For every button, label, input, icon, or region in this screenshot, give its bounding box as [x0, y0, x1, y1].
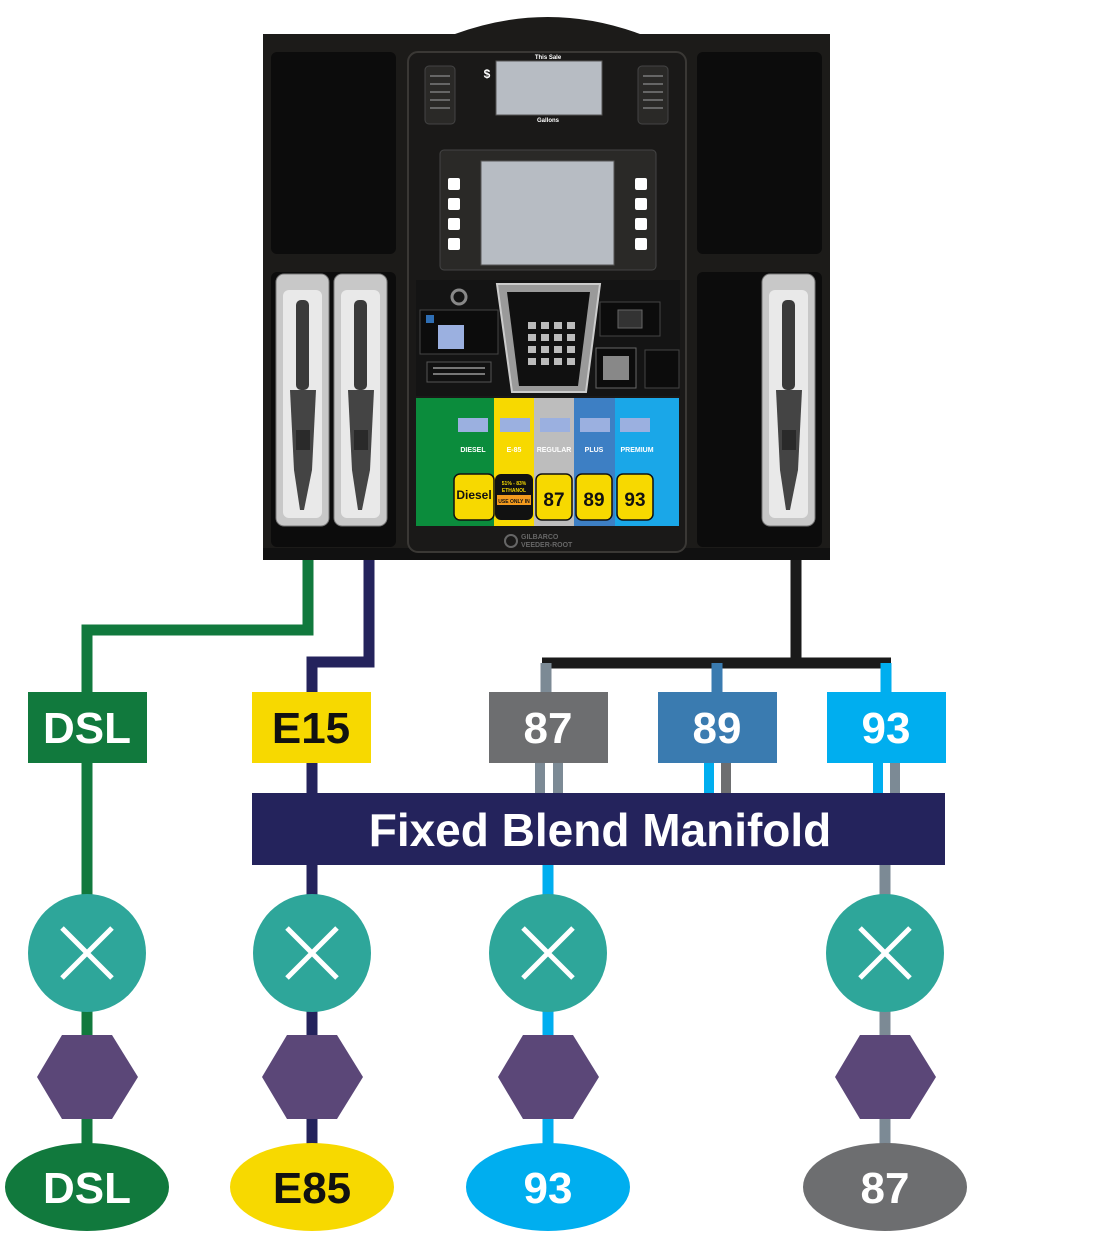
soft-key-left-3[interactable]	[448, 218, 460, 230]
soft-key-right-2[interactable]	[635, 198, 647, 210]
soft-key-left-4[interactable]	[448, 238, 460, 250]
grade-panel: DIESEL E-85 REGULAR PLUS PREMIUM Diesel …	[416, 398, 679, 526]
grade-button-premium[interactable]: 93	[616, 473, 654, 521]
e85-line1: 51% - 83%	[502, 481, 527, 487]
dispenser-base	[263, 548, 830, 560]
soft-key-right-3[interactable]	[635, 218, 647, 230]
fuel-nozzle-icon[interactable]	[275, 273, 330, 527]
output-e85-label: E85	[273, 1164, 351, 1213]
diesel-price-window	[458, 418, 488, 432]
gallons-label: Gallons	[537, 118, 560, 124]
output-93-label: 93	[524, 1164, 573, 1213]
grade-button-diesel[interactable]: Diesel	[453, 473, 495, 521]
soft-key-left-2[interactable]	[448, 198, 460, 210]
tank-87-label: 87	[524, 704, 573, 753]
fuel-nozzle-icon[interactable]	[761, 273, 816, 527]
tank-93: 93	[827, 692, 946, 763]
left-speaker-icon	[424, 65, 456, 125]
e85-line3: USE ONLY IN	[498, 499, 530, 505]
grade-plus-label: PLUS	[585, 447, 604, 454]
sale-display: This Sale Gallons $	[424, 55, 669, 125]
tank-e15: E15	[252, 692, 371, 763]
accessibility-display	[438, 325, 464, 349]
info-screen-display	[480, 160, 615, 266]
pin-keypad[interactable]	[495, 283, 602, 393]
valve-x-icon	[253, 894, 371, 1012]
brand-logo: GILBARCO VEEDER-ROOT	[504, 534, 573, 549]
plus-price-window	[580, 418, 610, 432]
accessibility-icon	[426, 315, 434, 323]
tank-87: 87	[489, 692, 608, 763]
right-upper-panel	[697, 52, 822, 254]
e85-price-window	[500, 418, 530, 432]
output-93: 93	[466, 1143, 630, 1231]
grade-button-e85[interactable]: 51% - 83% ETHANOL USE ONLY IN	[495, 474, 533, 520]
grade-diesel-label: DIESEL	[460, 447, 486, 454]
printer-slot-icon	[426, 361, 492, 383]
tank-dsl: DSL	[28, 692, 147, 763]
brand-line2: VEEDER-ROOT	[521, 542, 573, 549]
grade-premium-label: PREMIUM	[620, 447, 653, 454]
grade-button-regular[interactable]: 87	[535, 473, 573, 521]
output-dsl: DSL	[5, 1143, 169, 1231]
soft-key-right-4[interactable]	[635, 238, 647, 250]
sale-screen	[495, 60, 603, 116]
output-87: 87	[803, 1143, 967, 1231]
card-instruction-panel	[644, 349, 680, 389]
plus-button-label: 89	[583, 490, 604, 511]
hexagon-filter-icon	[498, 1035, 599, 1119]
e85-line2: ETHANOL	[502, 488, 526, 494]
left-upper-panel	[271, 52, 396, 254]
hexagon-filter-icon	[835, 1035, 936, 1119]
tank-89: 89	[658, 692, 777, 763]
tank-89-label: 89	[693, 704, 742, 753]
dsl-supply-pipe	[81, 555, 314, 700]
output-87-label: 87	[861, 1164, 910, 1213]
premium-price-window	[620, 418, 650, 432]
valve-x-icon	[826, 894, 944, 1012]
regular-button-label: 87	[543, 490, 564, 511]
scanner-icon	[450, 288, 468, 306]
sale-label: This Sale	[535, 55, 562, 61]
manifold-label: Fixed Blend Manifold	[369, 804, 832, 856]
premium-button-label: 93	[624, 490, 645, 511]
dollar-sign: $	[484, 67, 491, 81]
soft-key-right-1[interactable]	[635, 178, 647, 190]
right-speaker-icon	[637, 65, 669, 125]
soft-key-left-1[interactable]	[448, 178, 460, 190]
tank-93-label: 93	[862, 704, 911, 753]
fixed-blend-manifold: Fixed Blend Manifold	[252, 793, 945, 865]
card-slot-icon	[603, 356, 629, 380]
contactless-icon	[617, 309, 643, 329]
brand-line1: GILBARCO	[521, 534, 559, 541]
fuel-dispenser: This Sale Gallons $	[263, 17, 830, 560]
tank-dsl-label: DSL	[43, 704, 131, 753]
fuel-nozzle-icon[interactable]	[333, 273, 388, 527]
grade-regular-label: REGULAR	[537, 447, 572, 454]
output-dsl-label: DSL	[43, 1164, 131, 1213]
hexagon-filter-icon	[37, 1035, 138, 1119]
valve-x-icon	[28, 894, 146, 1012]
diesel-button-label: Diesel	[456, 488, 491, 502]
output-e85: E85	[230, 1143, 394, 1231]
e15-supply-pipe	[306, 555, 375, 700]
tank-e15-label: E15	[272, 704, 350, 753]
info-screen	[439, 149, 657, 271]
grade-e85-label: E-85	[507, 447, 522, 454]
hexagon-filter-icon	[262, 1035, 363, 1119]
regular-price-window	[540, 418, 570, 432]
grade-button-plus[interactable]: 89	[575, 473, 613, 521]
payment-area	[416, 280, 680, 396]
valve-x-icon	[489, 894, 607, 1012]
